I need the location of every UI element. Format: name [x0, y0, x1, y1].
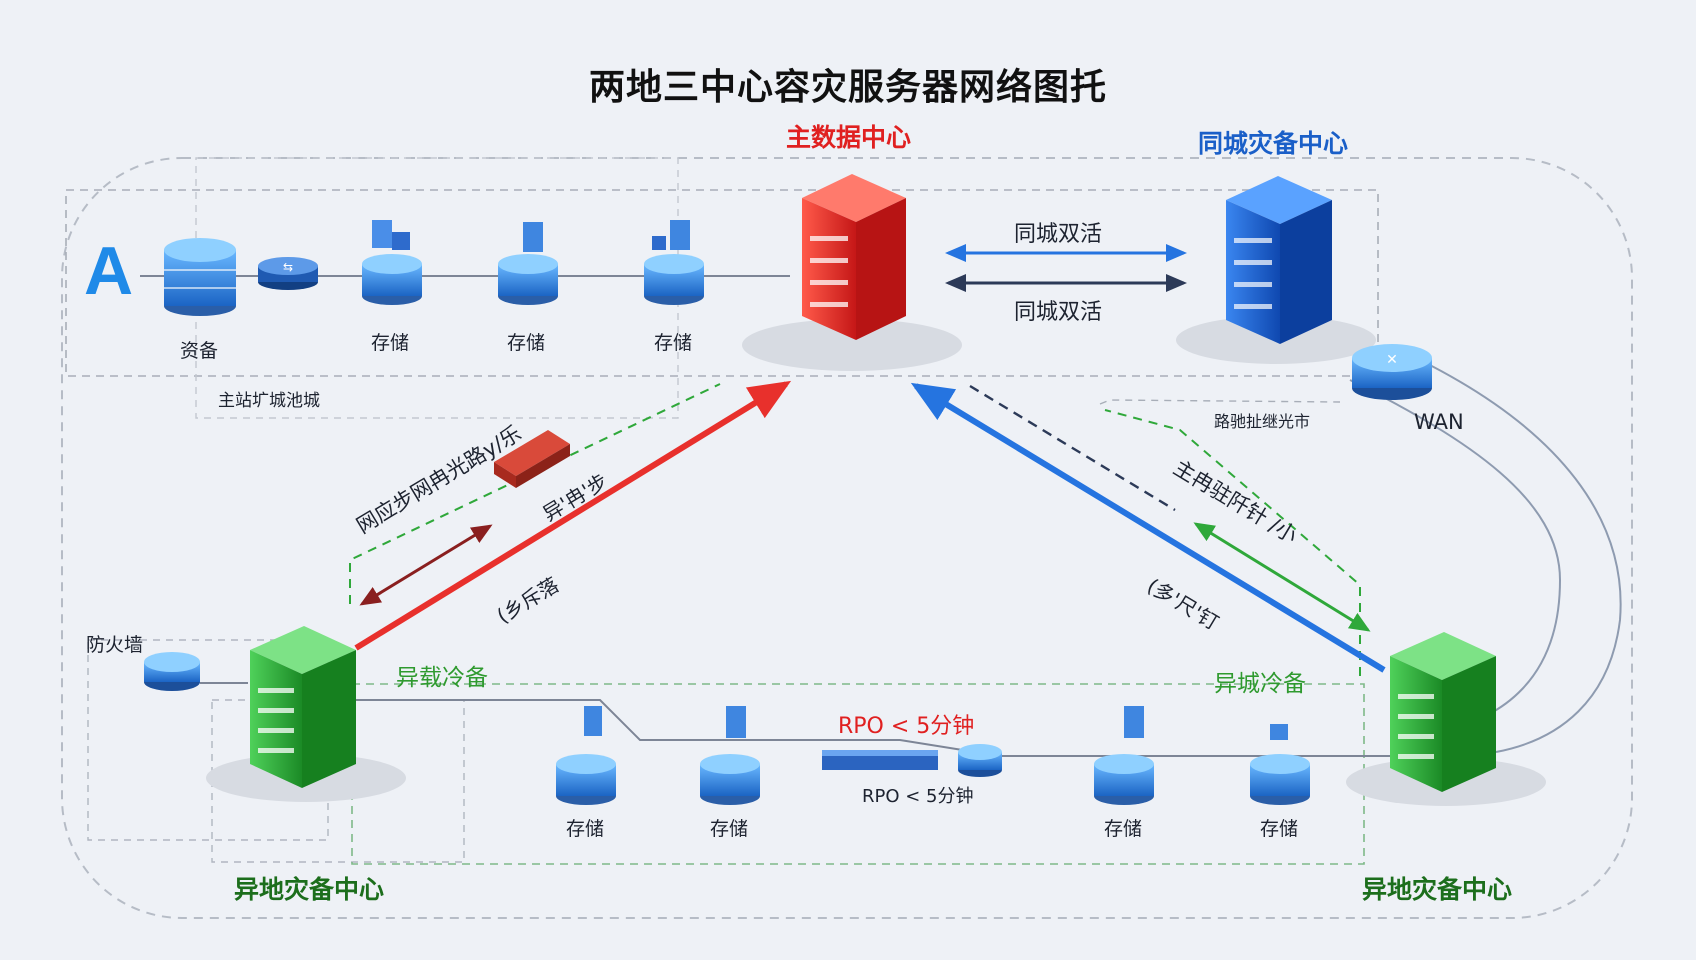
top-region-box [65, 189, 1379, 377]
bottom-storage-label-1: 存储 [566, 818, 605, 840]
same-city-server-rack-icon [1176, 176, 1376, 364]
green-arrow [1193, 522, 1371, 632]
svg-text:⇆: ⇆ [283, 260, 293, 274]
same-city-center-label: 同城灾备中心 [1198, 129, 1349, 158]
wan-curve-2 [1419, 359, 1622, 753]
top-switch-icon: ⇆ [258, 257, 318, 290]
active-active-label-2: 同城双活 [1014, 300, 1103, 325]
right-green-dashed [1104, 409, 1361, 676]
region-label: 主站圹城池城 [218, 391, 320, 411]
bottom-storage-icon-2 [700, 706, 760, 805]
bottom-storage-icon-3 [1094, 706, 1154, 805]
bottom-link-line [356, 699, 1390, 757]
active-active-label-1: 同城双活 [1014, 222, 1103, 247]
bottom-storage-icon-4 [1250, 724, 1310, 805]
wan-label: WAN [1414, 410, 1464, 434]
remote-left-center-label: 异地灾备中心 [234, 875, 385, 904]
storage-icon-2 [498, 222, 558, 305]
storage-icon-1 [362, 220, 422, 305]
bottom-switch-icon [822, 744, 1002, 777]
cold-backup-right-label: 异城冷备 [1214, 671, 1306, 697]
firewall-brick-icon [494, 430, 570, 488]
top-router-icon [164, 238, 236, 316]
site-letter: A [84, 233, 134, 309]
maroon-arrow [359, 524, 493, 606]
route-label: 路驰扯继光市 [1214, 412, 1311, 431]
dark-dashed-line [969, 384, 1176, 512]
remote-left-server-rack-icon [206, 626, 406, 802]
red-replication-line [354, 380, 792, 651]
firewall-label: 防火墙 [86, 634, 144, 656]
remote-right-server-rack-icon [1346, 632, 1546, 806]
bottom-green-box [351, 683, 1365, 865]
node-label-3: 存储 [507, 332, 546, 354]
blue-replication-line [910, 382, 1386, 673]
node-label-2: 存储 [371, 332, 410, 354]
primary-center-label: 主数据中心 [786, 123, 912, 152]
firewall-router-icon [144, 652, 200, 691]
remote-right-center-label: 异地灾备中心 [1362, 875, 1513, 904]
diagram-title: 两地三中心容灾服务器网络图托 [588, 67, 1107, 108]
svg-text:✕: ✕ [1386, 352, 1398, 368]
rpo-label: RPO < 5分钟 [862, 786, 974, 807]
bottom-storage-label-3: 存储 [1104, 818, 1143, 840]
outer-boundary [61, 157, 1633, 919]
node-label-4: 存储 [654, 332, 693, 354]
wan-router-icon: ✕ [1352, 344, 1432, 400]
wan-curve-1 [1349, 379, 1562, 731]
bottom-storage-label-4: 存储 [1260, 818, 1299, 840]
cold-backup-left-label: 异载冷备 [396, 665, 488, 691]
primary-server-rack-icon [742, 174, 962, 371]
rpo-red-label: RPO < 5分钟 [838, 714, 975, 739]
node-label-1: 资备 [180, 340, 219, 362]
route-dashed [1099, 399, 1341, 405]
bottom-storage-icon-1 [556, 706, 616, 805]
storage-icon-3 [644, 220, 704, 305]
bottom-storage-label-2: 存储 [710, 818, 749, 840]
